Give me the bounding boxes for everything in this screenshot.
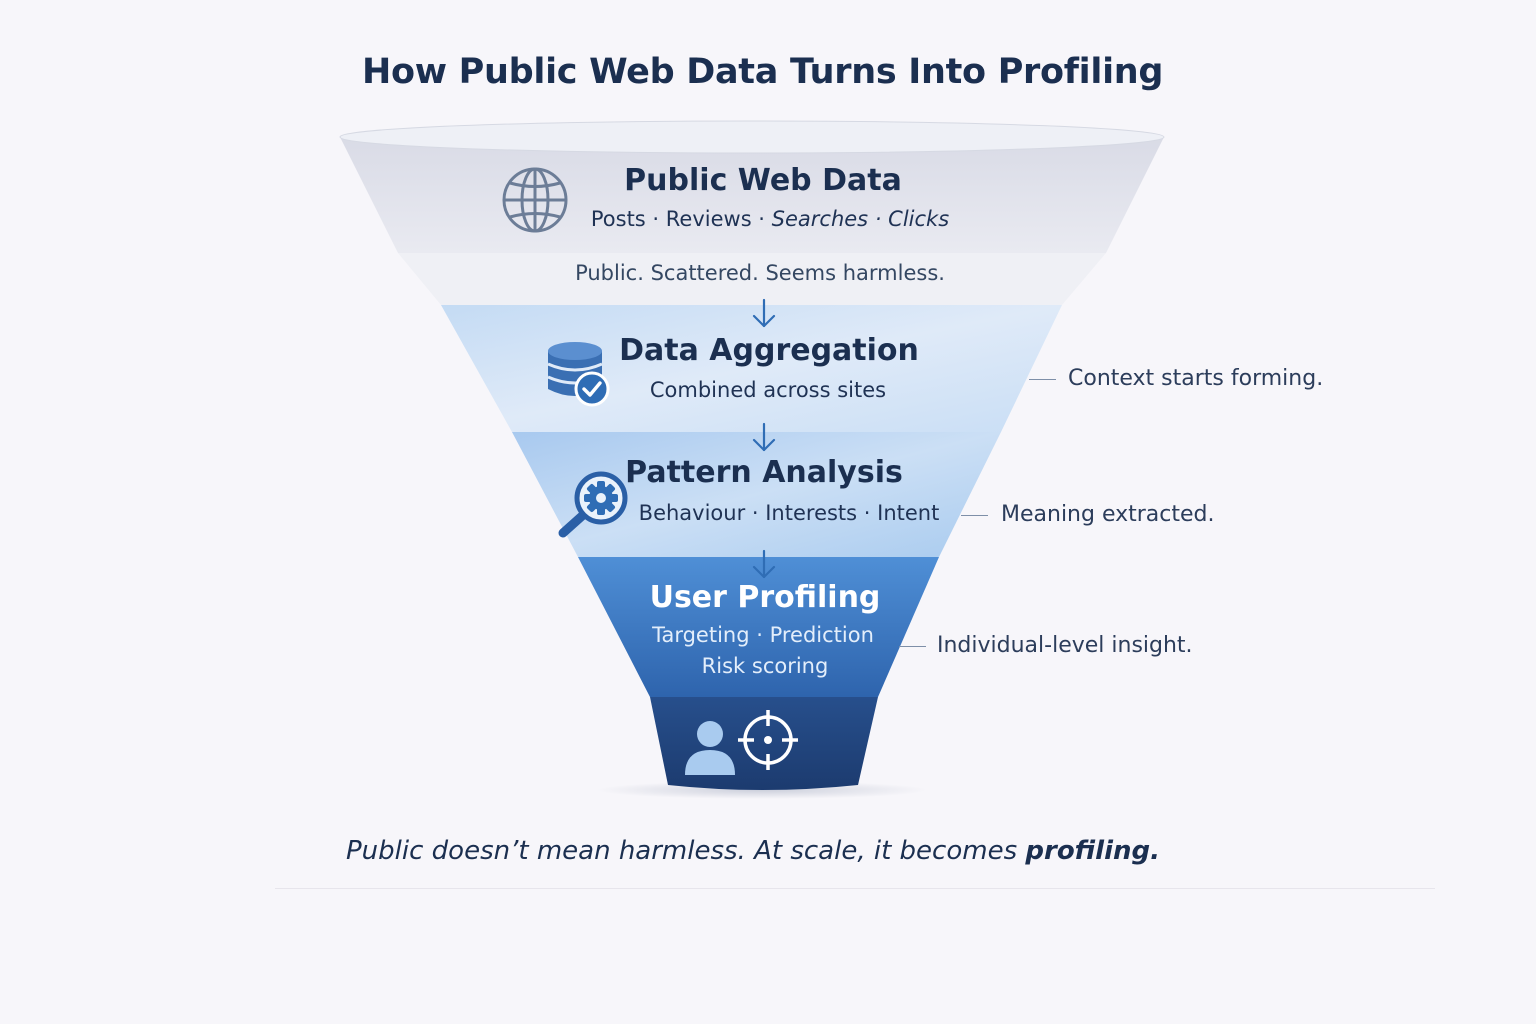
- subtitle-plain: Posts · Reviews ·: [590, 207, 772, 231]
- footer-tagline: Public doesn’t mean harmless. At scale, …: [346, 836, 1160, 866]
- leader-line: [961, 515, 988, 516]
- stage-subtitle-pattern-analysis: Behaviour · Interests · Intent: [638, 501, 940, 525]
- subtitle-italic: Searches · Clicks: [771, 207, 950, 231]
- divider: [275, 888, 1435, 889]
- funnel-rim: [339, 120, 1165, 154]
- stage-band-public-web-data: [340, 137, 1164, 253]
- side-note-insight: Individual-level insight.: [937, 633, 1193, 658]
- stage-band-pattern-analysis: [512, 432, 1001, 557]
- arrow-down-icon: [752, 549, 776, 579]
- globe-icon: [502, 167, 568, 233]
- database-check-icon: [547, 342, 610, 407]
- footer-emphasis: profiling.: [1025, 836, 1160, 866]
- side-note-context: Context starts forming.: [1068, 366, 1324, 391]
- target-icon: [738, 710, 798, 770]
- stage-subtitle-user-profiling-line1: Targeting · Prediction: [652, 623, 874, 647]
- stage-title-pattern-analysis: Pattern Analysis: [625, 455, 903, 490]
- stage-band-note: [398, 253, 1106, 305]
- stage-title-public-web-data: Public Web Data: [624, 163, 902, 198]
- stage-subtitle-public-web-data: Posts · Reviews · Searches · Clicks: [591, 207, 949, 231]
- user-icon: [685, 721, 735, 775]
- stage-subtitle-data-aggregation: Combined across sites: [649, 378, 887, 402]
- arrow-down-icon: [752, 298, 776, 328]
- stage-band-data-aggregation: [441, 305, 1062, 432]
- footer-text: Public doesn’t mean harmless. At scale, …: [346, 836, 1026, 866]
- leader-line: [1029, 379, 1056, 380]
- page-title: How Public Web Data Turns Into Profiling: [362, 52, 1164, 92]
- side-note-meaning: Meaning extracted.: [1001, 502, 1215, 527]
- funnel-spout: [650, 697, 878, 790]
- magnifier-gear-icon: [558, 471, 628, 538]
- stage-band-user-profiling: [578, 557, 939, 697]
- stage-note-public-web-data: Public. Scattered. Seems harmless.: [575, 261, 945, 285]
- stage-title-user-profiling: User Profiling: [649, 580, 881, 615]
- stage-subtitle-user-profiling-line2: Risk scoring: [701, 654, 829, 678]
- stage-title-data-aggregation: Data Aggregation: [619, 333, 919, 368]
- leader-line: [899, 646, 926, 647]
- arrow-down-icon: [752, 422, 776, 452]
